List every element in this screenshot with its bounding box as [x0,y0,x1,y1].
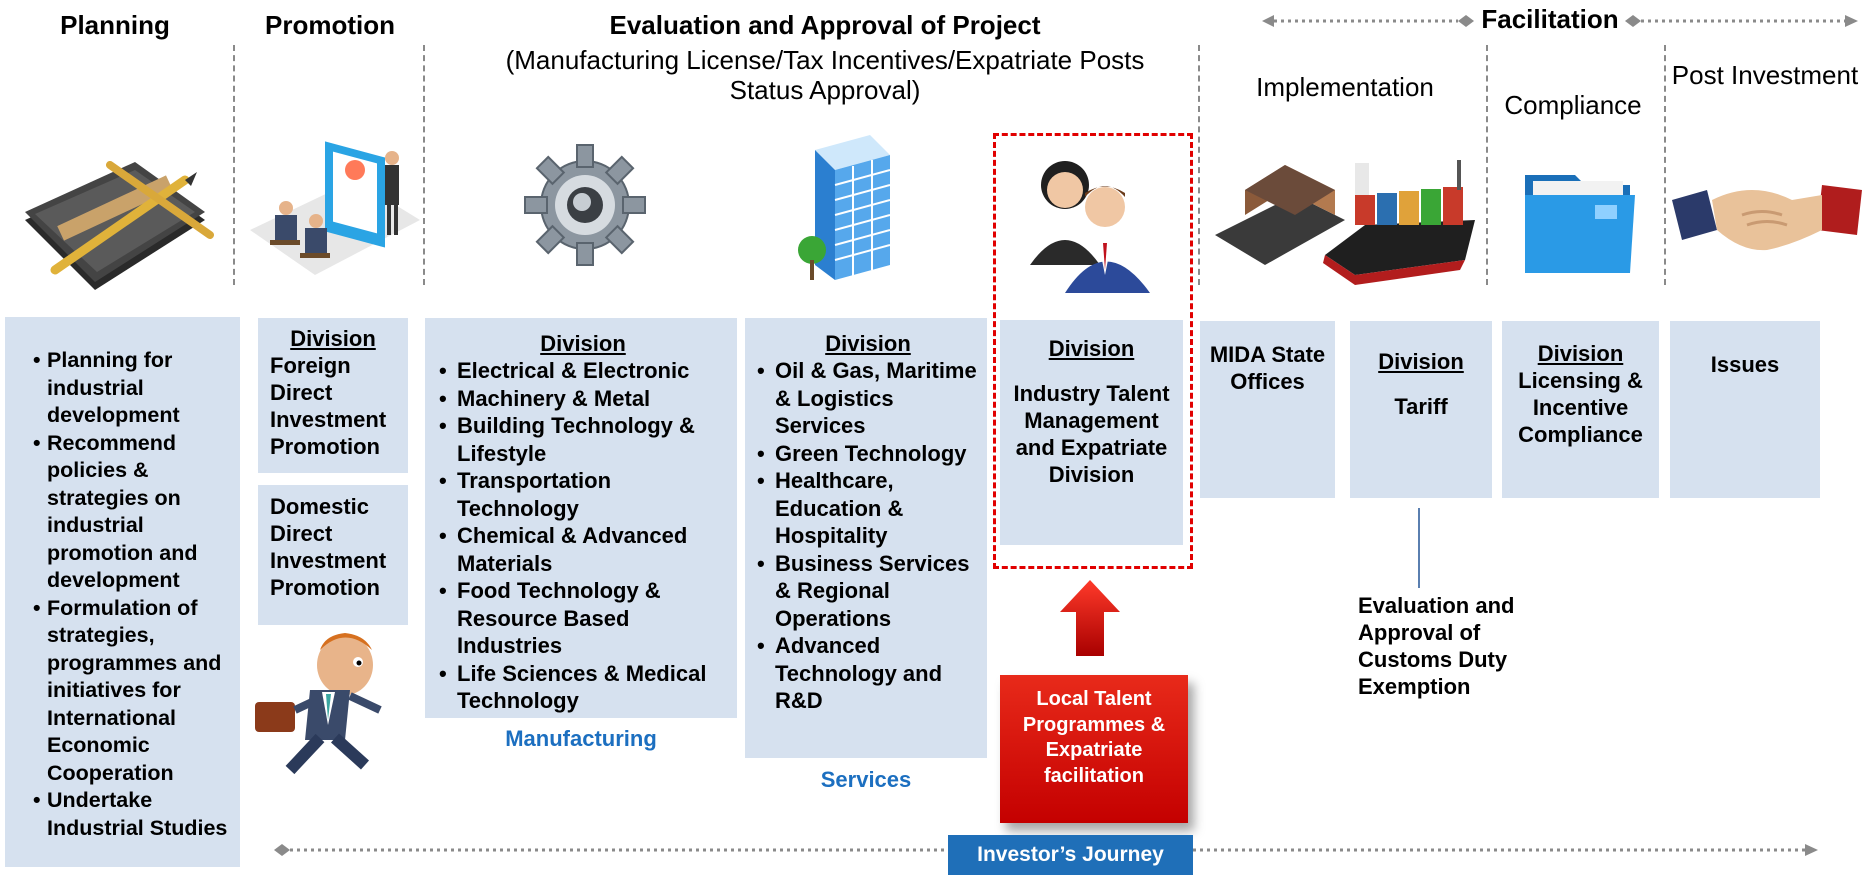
factory-ship-icon [1215,160,1475,285]
list-item: Life Sciences & Medical Technology [435,660,731,715]
manufacturing-box: Division Electrical & Electronic Machine… [425,318,737,718]
list-item: Advanced Technology and R&D [753,632,983,715]
list-item: Green Technology [753,440,983,468]
division-label: Division [540,331,626,356]
header-promotion: Promotion [265,10,395,40]
divider [423,45,425,285]
licensing-text: Licensing & Incentive Compliance [1518,368,1643,447]
services-caption: Services [820,767,912,792]
divider [1664,45,1666,285]
divider [233,45,235,285]
fdi-promotion-text: Foreign Direct Investment Promotion [270,353,387,459]
list-item: Business Services & Regional Operations [753,550,983,633]
list-item: Transportation Technology [435,467,731,522]
running-businessman-icon [255,633,382,775]
up-arrow-icon [1060,580,1120,656]
list-item: Undertake Industrial Studies [31,787,232,842]
talent-highlight-frame [993,133,1193,569]
tariff-text: Tariff [1394,394,1448,419]
header-implementation: Implementation [1256,72,1434,102]
division-label: Division [290,326,376,351]
fdi-promotion-box: Division Foreign Direct Investment Promo… [258,318,408,473]
investors-journey-label: Investor’s Journey [948,835,1193,875]
list-item: Machinery & Metal [435,385,731,413]
header-evaluation-subtitle: (Manufacturing License/Tax Incentives/Ex… [505,45,1145,105]
services-box: Division Oil & Gas, Maritime & Logistics… [745,318,987,758]
folder-ruler-pencil-icon [25,161,214,290]
mida-state-offices-box: MIDA State Offices [1200,321,1335,498]
planning-box: Planning for industrial development Reco… [5,317,240,867]
division-label: Division [1048,336,1135,361]
connector-line [1418,508,1420,588]
divider [1486,45,1488,285]
office-building-icon [798,135,891,280]
header-compliance: Compliance [1504,90,1642,120]
manufacturing-caption: Manufacturing [505,726,657,751]
blue-folder-icon [1525,175,1635,273]
list-item: Chemical & Advanced Materials [435,522,731,577]
list-item: Recommend policies & strategies on indus… [31,430,232,595]
list-item: Food Technology & Resource Based Industr… [435,577,731,660]
local-talent-box: Local Talent Programmes & Expatriate fac… [1000,675,1188,823]
mida-state-offices-text: MIDA State Offices [1209,342,1326,394]
gear-icon [524,144,646,266]
list-item: Electrical & Electronic [435,357,731,385]
local-talent-text: Local Talent Programmes & Expatriate fac… [1022,688,1166,787]
divider [1198,45,1200,285]
list-item: Healthcare, Education & Hospitality [753,467,983,550]
issues-box: Issues [1670,321,1820,498]
services-list: Oil & Gas, Maritime & Logistics Services… [753,357,983,715]
planning-list: Planning for industrial development Reco… [31,347,232,842]
list-item: Building Technology & Lifestyle [435,412,731,467]
division-label: Division [1378,349,1464,374]
division-label: Division [825,331,911,356]
licensing-box: Division Licensing & Incentive Complianc… [1502,321,1659,498]
division-label: Division [1537,341,1624,366]
header-planning: Planning [60,10,170,40]
talent-division-text: Industry Talent Management and Expatriat… [1013,381,1170,487]
ddi-promotion-box: Domestic Direct Investment Promotion [258,485,408,625]
handshake-icon [1672,185,1862,251]
issues-text: Issues [1710,352,1780,377]
business-people-icon [1030,161,1150,293]
customs-exemption-note: Evaluation and Approval of Customs Duty … [1358,593,1515,699]
list-item: Oil & Gas, Maritime & Logistics Services [753,357,983,440]
ddi-promotion-text: Domestic Direct Investment Promotion [270,494,387,600]
tariff-box: Division Tariff [1350,321,1492,498]
manufacturing-list: Electrical & Electronic Machinery & Meta… [435,357,731,715]
header-facilitation: Facilitation [1481,4,1619,34]
presentation-icon [250,141,420,275]
header-post-investment: Post Investment [1671,60,1859,90]
list-item: Planning for industrial development [31,347,232,430]
facilitation-arrows [1262,15,1858,27]
talent-division-box: Division Industry Talent Management and … [1000,320,1183,545]
list-item: Formulation of strategies, programmes an… [31,595,232,788]
header-evaluation-title: Evaluation and Approval of Project [609,10,1041,40]
